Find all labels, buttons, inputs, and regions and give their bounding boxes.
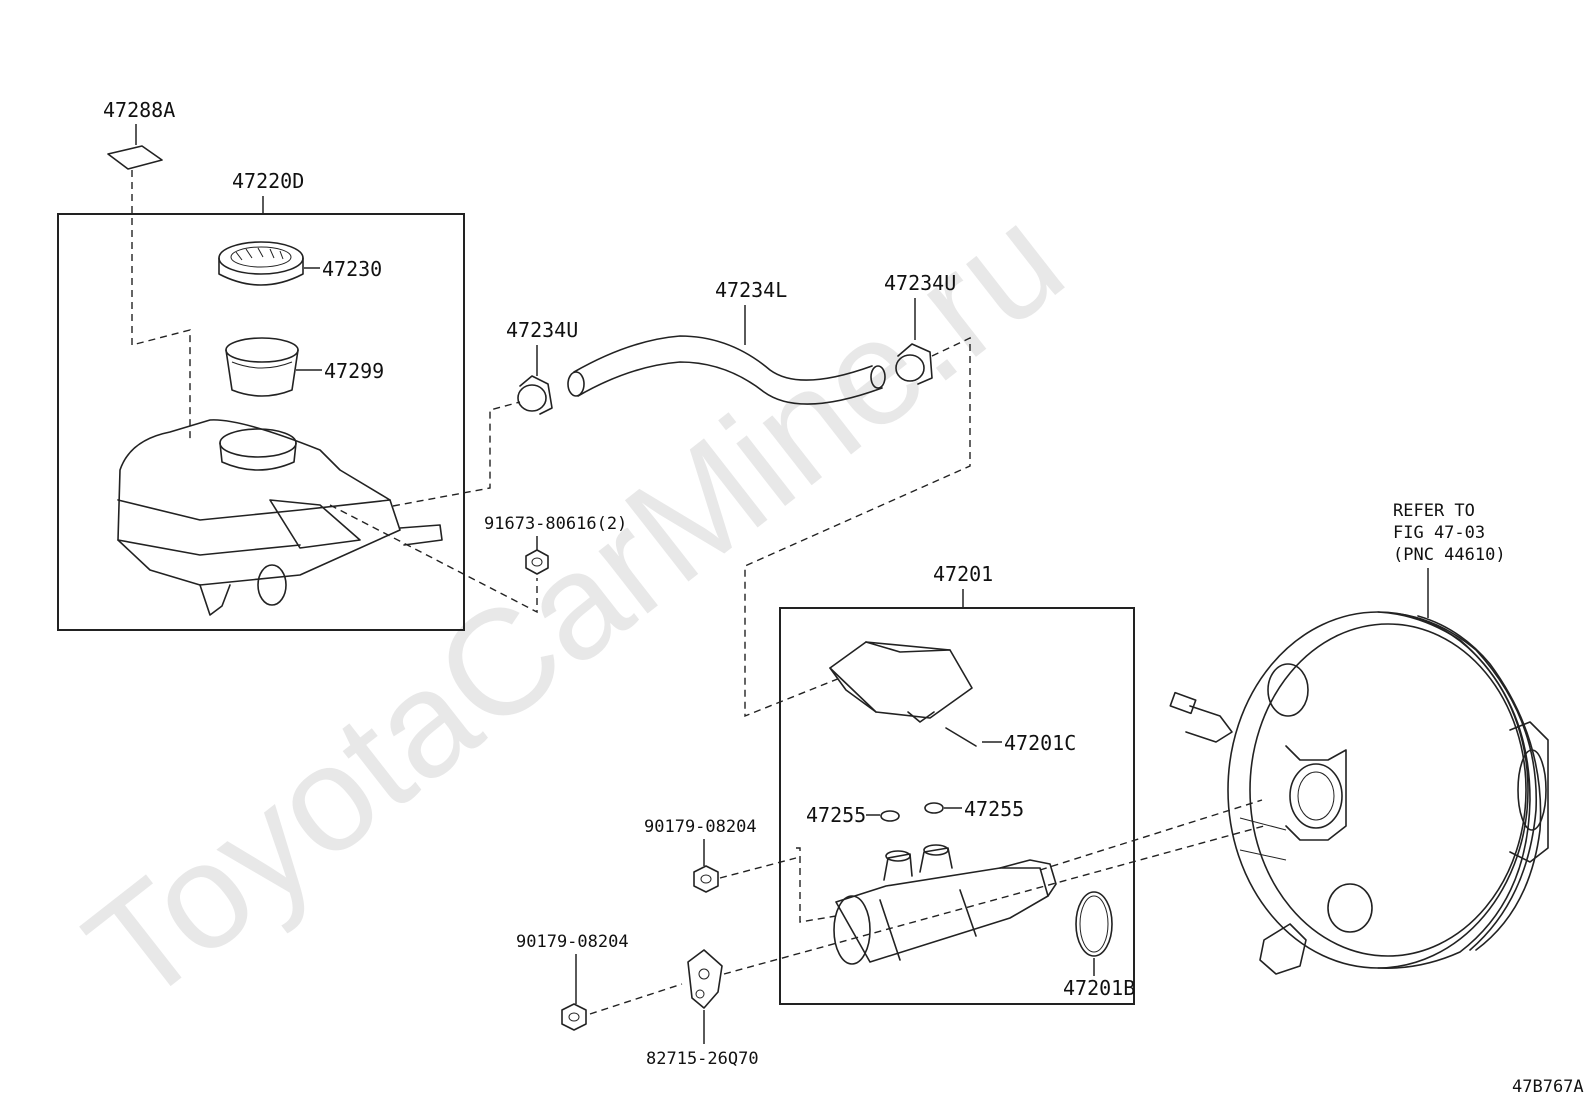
dash-47288A [131,170,191,440]
dash-clip-right [744,336,971,718]
hose-clip-right [895,343,933,385]
reservoir-insert-47201C [829,641,973,723]
refer-note-line3: (PNC 44610) [1393,545,1506,565]
dash-91673 [329,504,538,614]
label-90179-top: 90179-08204 [644,817,757,837]
o-ring-47201B [1075,891,1113,957]
label-82715: 82715-26Q70 [646,1049,759,1069]
nut-91673 [525,549,549,575]
label-90179-bottom: 90179-08204 [516,932,629,952]
dash-90179-bottom [589,983,683,1015]
label-47288A: 47288A [103,98,175,122]
master-cylinder-body [833,844,1057,965]
o-ring-47201B-inner [1079,895,1109,953]
label-47255-left: 47255 [806,803,866,827]
label-47220D: 47220D [232,169,304,193]
watermark: ToyotaCarMine.ru [56,174,1092,1035]
dash-clip-left [392,401,521,507]
label-47201B: 47201B [1063,976,1135,1000]
grommet-47255-right [924,802,944,814]
hose-end-left [567,371,585,397]
label-47230: 47230 [322,257,382,281]
label-47234L: 47234L [715,278,787,302]
label-47201: 47201 [933,562,993,586]
box-47201 [779,607,1135,1005]
refer-note-line2: FIG 47-03 [1393,523,1485,543]
box-47220D [57,213,465,631]
dash-90179-top [719,857,797,879]
reservoir-cap-47230 [218,241,304,286]
dash-cylinder-booster [1039,799,1263,871]
strainer-47299 [225,337,299,397]
hose-clip-left [517,375,553,415]
label-47299: 47299 [324,359,384,383]
hose-47234L-bottom [577,361,883,405]
hose-47234L-top [573,335,873,381]
grommet-47255-left [880,810,900,822]
label-47255-right: 47255 [964,797,1024,821]
label-47201C: 47201C [1004,731,1076,755]
dash-bracket-booster [723,825,1265,975]
nut-90179-bottom [561,1003,587,1031]
hose-end-right [870,365,886,389]
refer-note-line1: REFER TO [1393,501,1475,521]
pin-47201C [945,727,977,747]
brake-booster [1169,611,1549,975]
label-91673: 91673-80616(2) [484,514,627,534]
label-47234U-left: 47234U [506,318,578,342]
dash-body [796,847,837,923]
figure-code: 47B767A [1512,1077,1584,1097]
label-47234U-right: 47234U [884,271,956,295]
reservoir-tank [117,419,443,616]
nut-90179-top [693,865,719,893]
label-plate-47288A [107,145,163,170]
bracket-82715 [687,949,723,1009]
